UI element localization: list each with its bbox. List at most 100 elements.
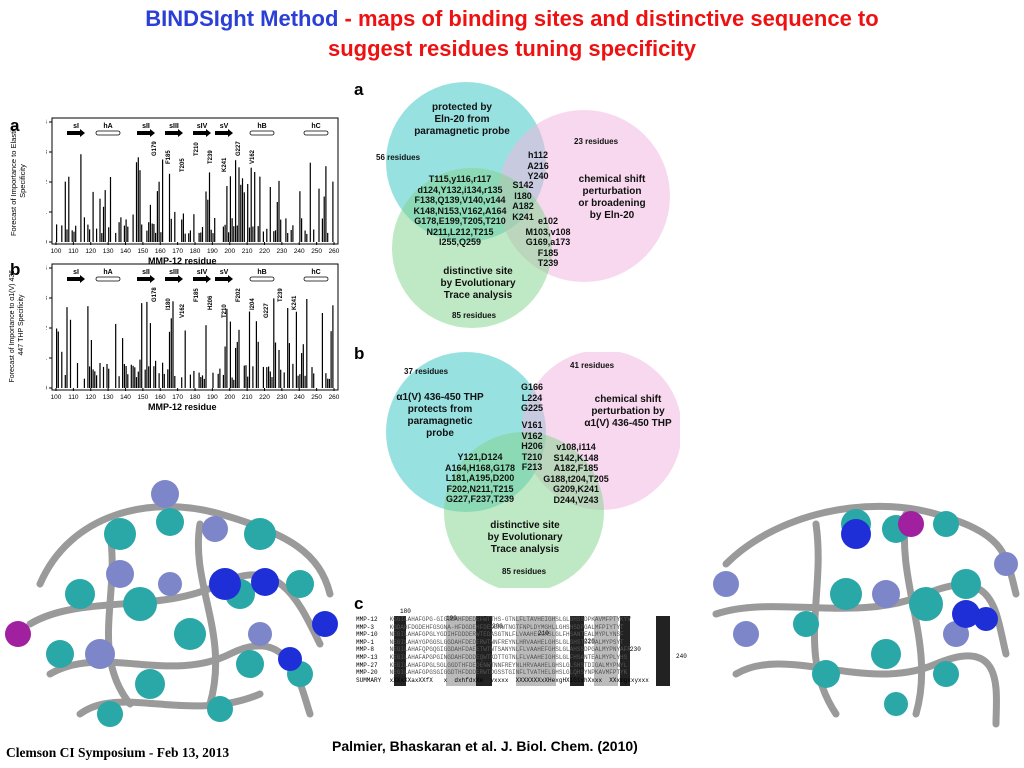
alignment-row: MMP-20 NEGILAHAFGPGSGIGGDTHFDDDERWTDGSST… [356,669,628,677]
x-tick-label: 180 [190,248,201,255]
ss-label: sI [73,269,79,276]
trace-bar [123,364,125,388]
trace-bar [201,227,204,242]
trace-bar [292,363,294,388]
trace-bar [146,230,148,242]
y-tick-label: 2 [46,180,48,186]
trace-bar [306,299,308,388]
ss-label: sV [220,269,229,276]
trace-bar [102,206,105,242]
trace-bar [231,218,233,242]
x-tick-label: 130 [103,248,114,255]
residue-label: T205 [180,158,186,172]
trace-bar [226,186,228,242]
trace-bar [115,232,117,242]
y-tick-label: 0 [46,386,48,392]
ss-label: hC [311,269,320,276]
residue-label: T210 [194,142,200,156]
residue-label: T239 [278,288,284,302]
trace-bar [101,233,103,242]
trace-bar [238,329,240,388]
trace-bar [327,232,329,242]
trace-bar [141,303,143,388]
venn-a-circle1-label: protected by Eln-20 from paramagnetic pr… [414,102,510,137]
x-tick-label: 230 [276,394,287,401]
alignment-rows: MMP-12 KGGILAHAFGPG-GIGGDAHFDEDEFWTTHS-G… [356,616,649,684]
trace-bar [238,167,240,242]
trace-bar [313,373,315,388]
trace-bar [158,373,160,388]
trace-figure: a b Forecast of Importance to Elastin Sp… [0,108,345,413]
venn-a-overlap-123: S142 I180 A182 K241 [512,180,534,222]
x-tick-label: 250 [311,248,322,255]
venn-b-circle1-count: 37 residues [404,367,449,376]
venn-b-overlap-123: V161 V162 H206 T210 F213 [521,420,543,472]
title-rest: - maps of binding sites and distinctive … [338,6,879,31]
venn-b-circle3-label: distinctive site by Evolutionary Trace a… [487,520,563,555]
trace-bar [120,217,122,242]
trace-bar [203,378,205,388]
trace-bar [172,301,174,388]
footer-event: Clemson CI Symposium - Feb 13, 2013 [6,745,230,760]
trace-bar [325,373,327,388]
trace-bar [276,202,278,242]
trace-bar [132,365,134,388]
trace-bar [99,363,101,388]
x-tick-label: 120 [85,248,96,255]
trace-bar [205,191,207,242]
x-tick-label: 260 [329,248,340,255]
trace-bar [235,160,237,242]
x-tick-label: 220 [259,394,270,401]
trace-bar [139,359,141,388]
trace-bar [328,378,330,388]
trace-bar [231,377,233,388]
x-tick-label: 100 [51,248,62,255]
trace-bar [130,364,132,388]
trace-bar [162,362,164,388]
trace-bar [163,373,165,388]
trace-bar [189,230,191,242]
residue-label: F185 [166,150,172,164]
trace-bar [92,191,94,242]
x-tick-label: 230 [276,248,287,255]
trace-bar [332,305,334,388]
x-tick-label: 180 [190,394,201,401]
alignment-row: MMP-3 KGDAHFDGDEHFGSGNA-HFDGDEHFDEDERWTN… [356,623,624,631]
trace-bar [64,375,66,388]
trace-bar [222,374,224,388]
trace-bar [193,370,195,388]
residue-label: V162 [180,303,186,318]
alignment-letter: c [354,594,364,613]
trace-bar [271,377,273,388]
y-tick-label: 1 [46,210,48,216]
trace-bar [304,230,306,242]
trace-bar [280,369,282,388]
trace-bar [287,233,289,242]
trace-bar [219,368,221,388]
y-tick-label: 1 [46,356,48,362]
trace-bar [311,367,313,388]
trace-bar [90,340,92,388]
trace-bar [292,225,294,242]
alignment-row: MMP-8 NEGILAHAFQPGQGIGGDAHFDAEETWTNTSANY… [356,646,631,654]
trace-bar [118,376,120,388]
venn-b-overlap-23: v108,i114 S142,K148 A182,F185 G188,t204,… [543,442,609,505]
trace-bar [106,364,108,388]
trace-bar [228,232,230,242]
trace-bar [247,376,249,388]
trace-bar [306,233,308,242]
residue-label: G178 [152,287,158,302]
residue-label: G227 [264,303,270,318]
y-tick-label: 4 [46,266,48,272]
trace-bar [262,366,264,388]
trace-bar [266,367,268,388]
residue-label: F185 [194,288,200,302]
trace-bar [257,341,259,388]
y-tick-label: 3 [46,150,48,156]
trace-bar [99,198,101,242]
residue-label: T239 [208,150,214,164]
panel-b-letter: b [10,260,21,279]
x-tick-label: 190 [207,394,218,401]
residue-label: V162 [250,149,256,164]
